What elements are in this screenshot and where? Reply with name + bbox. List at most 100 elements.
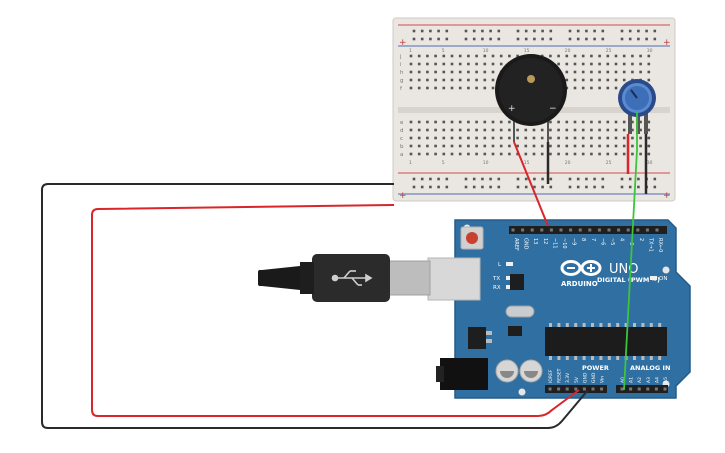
digital-pin[interactable] — [549, 228, 553, 232]
digital-pin[interactable] — [511, 228, 515, 232]
power-pin[interactable] — [557, 387, 561, 391]
analog-pin[interactable] — [663, 387, 667, 391]
breadboard-row-label: e — [400, 120, 404, 126]
digital-pin[interactable] — [530, 228, 534, 232]
breadboard-column-label: 1 — [409, 160, 412, 166]
power-jack[interactable] — [440, 358, 488, 390]
digital-pin-label: 12 — [542, 238, 548, 244]
analog-header[interactable] — [616, 385, 668, 393]
digital-pin[interactable] — [607, 228, 611, 232]
breadboard-column-label: 20 — [565, 48, 571, 54]
breadboard-column-label: 10 — [483, 48, 489, 54]
digital-pin[interactable] — [597, 228, 601, 232]
led-rx-label: RX — [493, 285, 501, 291]
rail-plus-label-bottom: + — [399, 191, 407, 201]
usb-chip — [510, 274, 524, 290]
potentiometer-knob-indicator — [630, 89, 638, 99]
buzzer-signal-wire[interactable] — [513, 141, 549, 227]
digital-pwm-label: DIGITAL (PWM ~) — [597, 276, 660, 284]
analog-pin-label: A1 — [629, 377, 635, 383]
analog-pin[interactable] — [620, 387, 624, 391]
analog-pin[interactable] — [646, 387, 650, 391]
power-label: POWER — [582, 364, 609, 372]
rail-plus-label-top-right: + — [663, 38, 671, 48]
usb-symbol-icon — [331, 270, 373, 286]
digital-pin-label: ~6 — [599, 238, 605, 245]
crystal-oscillator — [505, 305, 535, 318]
power-pin-label: Vin — [600, 376, 606, 383]
breadboard-row-label: d — [400, 128, 404, 134]
breadboard-row-label: i — [400, 62, 402, 68]
digital-pin-label: ~10 — [561, 238, 567, 249]
breadboard-row-label: f — [400, 86, 403, 92]
digital-pin-label: ~11 — [551, 238, 557, 249]
digital-pin[interactable] — [626, 228, 630, 232]
digital-pin[interactable] — [636, 228, 640, 232]
power-pin[interactable] — [574, 387, 578, 391]
digital-pin-label: 2 — [638, 238, 644, 241]
power-pin[interactable] — [548, 387, 552, 391]
analog-pin-label: A3 — [646, 377, 652, 383]
power-pin[interactable] — [565, 387, 569, 391]
digital-header[interactable] — [509, 226, 667, 234]
digital-pin-label: ~9 — [571, 238, 577, 245]
digital-pin[interactable] — [655, 228, 659, 232]
rail-plus-label-top: + — [399, 38, 407, 48]
power-pin[interactable] — [591, 387, 595, 391]
analog-pin-label: A0 — [620, 377, 626, 383]
power-pin[interactable] — [600, 387, 604, 391]
usb-port — [427, 257, 481, 301]
power-pin[interactable] — [582, 387, 586, 391]
power-pin-label: RESET — [557, 368, 563, 383]
analog-pin[interactable] — [629, 387, 633, 391]
analog-pin[interactable] — [637, 387, 641, 391]
digital-pin[interactable] — [559, 228, 563, 232]
digital-pin[interactable] — [578, 228, 582, 232]
breadboard-row-label: h — [400, 70, 404, 76]
reset-button[interactable] — [466, 232, 478, 244]
uno-label: UNO — [609, 262, 638, 277]
digital-pin-label: ~5 — [609, 238, 615, 245]
breadboard-column-label: 30 — [647, 48, 653, 54]
power-pin-label: IOREF — [548, 369, 554, 383]
ground-wire[interactable] — [41, 183, 589, 429]
digital-pin[interactable] — [540, 228, 544, 232]
digital-pin[interactable] — [617, 228, 621, 232]
digital-pin[interactable] — [521, 228, 525, 232]
analog-pin-label: A5 — [663, 377, 669, 383]
analog-pin-label: A4 — [654, 377, 660, 383]
digital-pin-label: 8 — [580, 238, 586, 241]
usb-cable — [262, 266, 300, 290]
digital-pin[interactable] — [569, 228, 573, 232]
power-5v-wire[interactable] — [91, 204, 580, 417]
breadboard-column-label: 20 — [565, 160, 571, 166]
rail-plus-label-bottom-right: + — [663, 191, 671, 201]
pot-signal-wire[interactable] — [623, 112, 638, 391]
digital-pin-label: 13 — [532, 238, 538, 244]
arduino-logo-text: ARDUINO — [561, 280, 598, 288]
digital-pin[interactable] — [645, 228, 649, 232]
usb-connector[interactable] — [258, 254, 481, 302]
buzzer-plus-label: + — [508, 104, 516, 114]
digital-pin-label: 4 — [619, 238, 625, 241]
breadboard-row-label: j — [399, 54, 402, 60]
breadboard-column-label: 5 — [442, 48, 445, 54]
breadboard-row-label: g — [400, 78, 404, 84]
digital-pin-label: 7 — [590, 238, 596, 241]
analog-pin-label: A2 — [637, 377, 643, 383]
power-pin-label: 3.3V — [565, 372, 571, 383]
buzzer-minus-label: − — [549, 104, 557, 114]
arduino-logo-icon — [560, 260, 602, 276]
power-pin-label: GND — [582, 372, 588, 383]
breadboard-column-label: 10 — [483, 160, 489, 166]
atmega-chip — [545, 327, 667, 356]
led-l-label: L — [498, 262, 502, 268]
voltage-regulator — [468, 327, 486, 349]
analog-pin[interactable] — [654, 387, 658, 391]
piezo-buzzer[interactable]: + − — [495, 54, 567, 142]
potentiometer[interactable] — [618, 79, 656, 134]
breadboard-column-label: 15 — [524, 160, 530, 166]
digital-pin[interactable] — [588, 228, 592, 232]
